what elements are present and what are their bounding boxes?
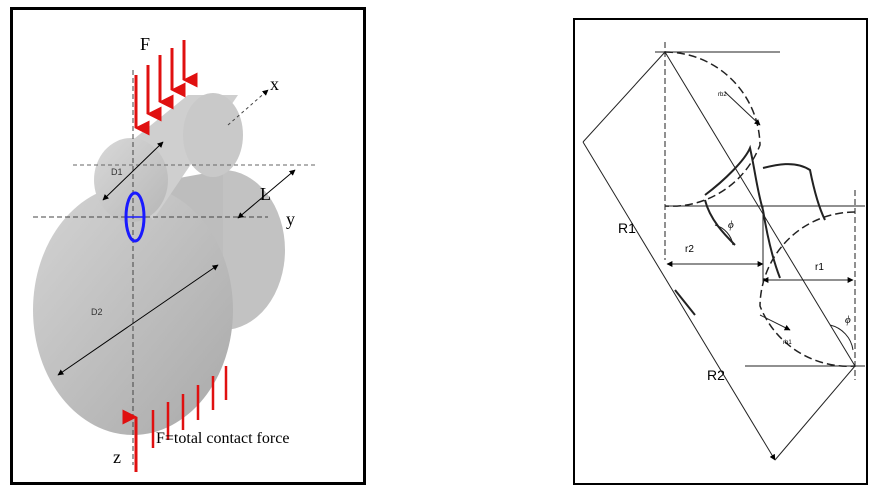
r2-leader-bottom — [774, 365, 856, 461]
d2-label: D2 — [91, 307, 103, 317]
d1-dimension — [102, 141, 164, 201]
phi-label-lower: ϕ — [845, 314, 851, 326]
d2-dimension — [57, 264, 219, 376]
cylinder-contact-svg: F x y z L D1 D2 F=total contact force — [33, 34, 318, 472]
y-axis-label: y — [286, 209, 295, 229]
r1-r2-dimension — [582, 141, 776, 461]
z-axis-label: z — [113, 447, 121, 467]
gear-geometry-svg: R1 R2 r1 r2 ϕ ϕ rb1 rb2 — [582, 42, 865, 461]
rb2-leader — [724, 91, 761, 126]
rb1-leader — [759, 314, 791, 331]
applied-force-arrows — [134, 40, 198, 136]
r2-label: R2 — [707, 367, 725, 383]
upper-tooth-profile — [704, 144, 764, 211]
r2-small-label: r2 — [685, 244, 694, 255]
rb2-label: rb2 — [718, 92, 727, 98]
tooth-profile-right — [762, 163, 826, 221]
r1-label: R1 — [618, 220, 636, 236]
reaction-force-arrows — [122, 366, 228, 472]
force-label: F — [140, 34, 150, 54]
d1-label: D1 — [111, 167, 123, 177]
x-axis-label: x — [270, 74, 279, 94]
cylinder-contact-figure: F x y z L D1 D2 F=total contact force — [10, 7, 366, 485]
l-dimension — [237, 169, 296, 219]
x-axis-arrow — [227, 89, 269, 126]
r1-r2-divider — [674, 289, 696, 316]
phi-label-upper: ϕ — [728, 219, 734, 231]
length-label: L — [260, 184, 271, 204]
r1-small-label: r1 — [815, 262, 824, 273]
r1-leader-top — [582, 51, 666, 143]
lower-tooth-profile — [762, 209, 781, 279]
pressure-angle-arc-upper — [714, 224, 734, 246]
lower-base-circle — [759, 211, 856, 367]
pressure-angle-arc-lower — [829, 324, 854, 351]
gear-geometry-figure: R1 R2 r1 r2 ϕ ϕ rb1 rb2 — [573, 18, 868, 485]
upper-base-circle — [664, 51, 761, 207]
rb1-label: rb1 — [783, 340, 792, 346]
caption: F=total contact force — [156, 430, 289, 447]
line-of-action — [664, 51, 856, 367]
